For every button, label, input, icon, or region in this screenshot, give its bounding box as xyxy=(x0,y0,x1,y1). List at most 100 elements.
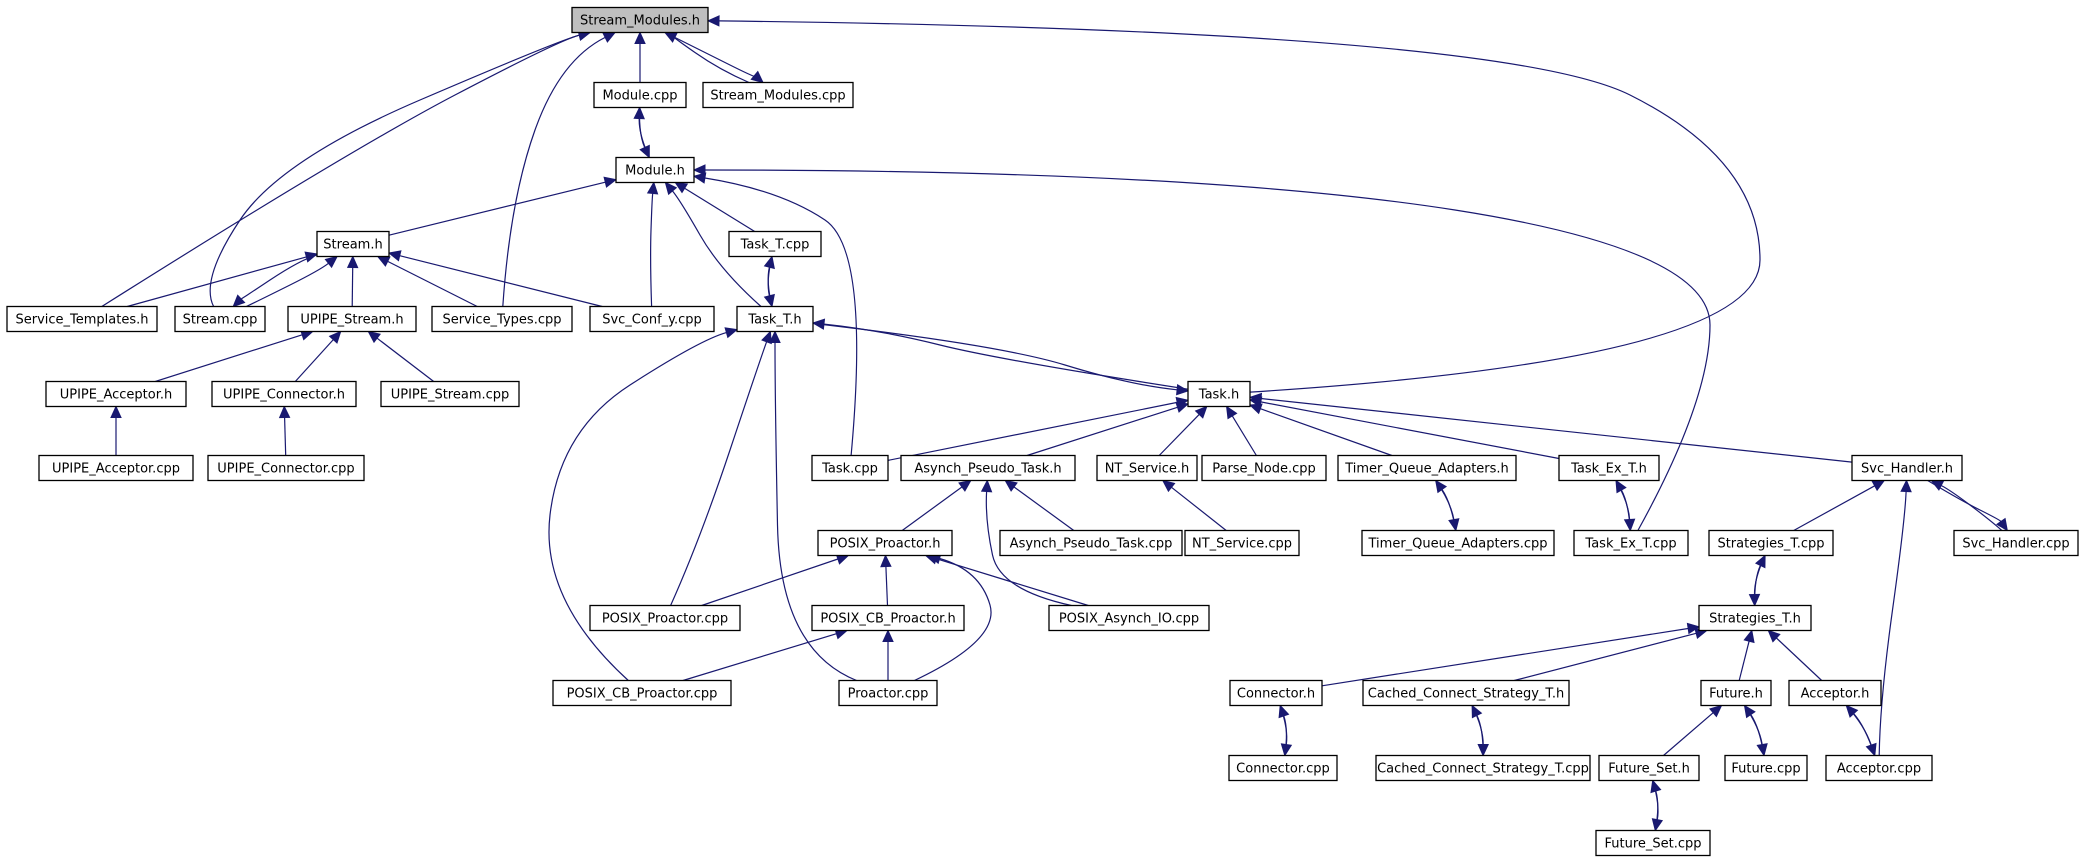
node-upipe-acceptor-cpp[interactable]: UPIPE_Acceptor.cpp xyxy=(38,454,194,482)
node-task-cpp[interactable]: Task.cpp xyxy=(811,454,889,482)
node-box[interactable] xyxy=(1825,754,1933,782)
node-connector-h[interactable]: Connector.h xyxy=(1229,679,1323,707)
node-future-set-cpp[interactable]: Future_Set.cpp xyxy=(1595,829,1711,857)
node-box[interactable] xyxy=(1048,604,1210,632)
node-box[interactable] xyxy=(1851,454,1963,482)
node-box[interactable] xyxy=(211,380,357,408)
node-box[interactable] xyxy=(702,81,854,109)
node-svc-handler-h[interactable]: Svc_Handler.h xyxy=(1851,454,1963,482)
node-future-h[interactable]: Future.h xyxy=(1700,679,1772,707)
node-stream-h[interactable]: Stream.h xyxy=(316,230,390,258)
node-box[interactable] xyxy=(174,305,266,333)
node-acceptor-cpp[interactable]: Acceptor.cpp xyxy=(1825,754,1933,782)
node-box[interactable] xyxy=(1558,454,1660,482)
node-box[interactable] xyxy=(1362,679,1570,707)
node-parse-node-cpp[interactable]: Parse_Node.cpp xyxy=(1201,454,1327,482)
node-box[interactable] xyxy=(1708,529,1834,557)
node-future-set-h[interactable]: Future_Set.h xyxy=(1598,754,1700,782)
node-box[interactable] xyxy=(1953,529,2079,557)
node-upipe-connector-h[interactable]: UPIPE_Connector.h xyxy=(211,380,357,408)
node-upipe-stream-cpp[interactable]: UPIPE_Stream.cpp xyxy=(380,380,520,408)
node-box[interactable] xyxy=(1598,754,1700,782)
node-box[interactable] xyxy=(1228,754,1338,782)
node-box[interactable] xyxy=(316,230,390,258)
node-box[interactable] xyxy=(589,305,715,333)
node-stream-modules-cpp[interactable]: Stream_Modules.cpp xyxy=(702,81,854,109)
node-task-ex-t-cpp[interactable]: Task_Ex_T.cpp xyxy=(1573,529,1689,557)
node-service-templates-h[interactable]: Service_Templates.h xyxy=(6,305,158,333)
node-module-cpp[interactable]: Module.cpp xyxy=(593,81,687,109)
node-box[interactable] xyxy=(1201,454,1327,482)
node-box[interactable] xyxy=(1096,454,1198,482)
node-task-t-cpp[interactable]: Task_T.cpp xyxy=(728,230,822,258)
node-box[interactable] xyxy=(1229,679,1323,707)
node-future-cpp[interactable]: Future.cpp xyxy=(1724,754,1808,782)
node-box[interactable] xyxy=(1724,754,1808,782)
node-box[interactable] xyxy=(287,305,417,333)
node-box[interactable] xyxy=(38,454,194,482)
node-posix-asynch-io-cpp[interactable]: POSIX_Asynch_IO.cpp xyxy=(1048,604,1210,632)
node-box[interactable] xyxy=(811,454,889,482)
node-timer-queue-adapters-cpp[interactable]: Timer_Queue_Adapters.cpp xyxy=(1361,529,1555,557)
node-service-types-cpp[interactable]: Service_Types.cpp xyxy=(431,305,573,333)
node-task-t-h[interactable]: Task_T.h xyxy=(736,305,814,333)
node-box[interactable] xyxy=(1573,529,1689,557)
node-proactor-cpp[interactable]: Proactor.cpp xyxy=(838,679,938,707)
node-box[interactable] xyxy=(431,305,573,333)
node-connector-cpp[interactable]: Connector.cpp xyxy=(1228,754,1338,782)
node-label: Strategies_T.h xyxy=(1709,612,1801,627)
arrow-head-icon xyxy=(110,405,122,418)
node-stream-cpp[interactable]: Stream.cpp xyxy=(174,305,266,333)
node-box[interactable] xyxy=(207,454,365,482)
node-stream-modules-h[interactable]: Stream_Modules.h xyxy=(571,6,709,34)
node-box[interactable] xyxy=(1337,454,1517,482)
node-box[interactable] xyxy=(1700,679,1772,707)
node-upipe-acceptor-h[interactable]: UPIPE_Acceptor.h xyxy=(45,380,187,408)
node-nt-service-h[interactable]: NT_Service.h xyxy=(1096,454,1198,482)
node-cached-connect-strategy-t-cpp[interactable]: Cached_Connect_Strategy_T.cpp xyxy=(1375,754,1591,782)
node-box[interactable] xyxy=(1187,380,1251,408)
node-upipe-stream-h[interactable]: UPIPE_Stream.h xyxy=(287,305,417,333)
node-box[interactable] xyxy=(615,156,695,184)
node-box[interactable] xyxy=(589,604,741,632)
node-box[interactable] xyxy=(593,81,687,109)
edge-line xyxy=(1260,397,1853,463)
node-box[interactable] xyxy=(900,454,1076,482)
node-posix-cb-proactor-h[interactable]: POSIX_CB_Proactor.h xyxy=(811,604,965,632)
node-cached-connect-strategy-t-h[interactable]: Cached_Connect_Strategy_T.h xyxy=(1362,679,1570,707)
node-box[interactable] xyxy=(999,529,1183,557)
node-box[interactable] xyxy=(571,6,709,34)
node-posix-proactor-cpp[interactable]: POSIX_Proactor.cpp xyxy=(589,604,741,632)
node-box[interactable] xyxy=(1375,754,1591,782)
node-module-h[interactable]: Module.h xyxy=(615,156,695,184)
node-asynch-pseudo-task-cpp[interactable]: Asynch_Pseudo_Task.cpp xyxy=(999,529,1183,557)
node-box[interactable] xyxy=(1595,829,1711,857)
node-timer-queue-adapters-h[interactable]: Timer_Queue_Adapters.h xyxy=(1337,454,1517,482)
node-nt-service-cpp[interactable]: NT_Service.cpp xyxy=(1184,529,1300,557)
node-acceptor-h[interactable]: Acceptor.h xyxy=(1788,679,1882,707)
node-posix-cb-proactor-cpp[interactable]: POSIX_CB_Proactor.cpp xyxy=(552,679,732,707)
node-box[interactable] xyxy=(552,679,732,707)
node-svc-conf-y-cpp[interactable]: Svc_Conf_y.cpp xyxy=(589,305,715,333)
node-box[interactable] xyxy=(1698,604,1812,632)
node-posix-proactor-h[interactable]: POSIX_Proactor.h xyxy=(817,529,953,557)
node-box[interactable] xyxy=(817,529,953,557)
node-upipe-connector-cpp[interactable]: UPIPE_Connector.cpp xyxy=(207,454,365,482)
node-box[interactable] xyxy=(736,305,814,333)
node-box[interactable] xyxy=(45,380,187,408)
node-box[interactable] xyxy=(811,604,965,632)
node-strategies-t-h[interactable]: Strategies_T.h xyxy=(1698,604,1812,632)
node-box[interactable] xyxy=(6,305,158,333)
node-box[interactable] xyxy=(1184,529,1300,557)
node-task-ex-t-h[interactable]: Task_Ex_T.h xyxy=(1558,454,1660,482)
arrow-head-icon xyxy=(1176,383,1190,396)
node-box[interactable] xyxy=(1361,529,1555,557)
node-box[interactable] xyxy=(838,679,938,707)
node-strategies-t-cpp[interactable]: Strategies_T.cpp xyxy=(1708,529,1834,557)
node-svc-handler-cpp[interactable]: Svc_Handler.cpp xyxy=(1953,529,2079,557)
node-task-h[interactable]: Task.h xyxy=(1187,380,1251,408)
node-box[interactable] xyxy=(380,380,520,408)
node-box[interactable] xyxy=(1788,679,1882,707)
node-box[interactable] xyxy=(728,230,822,258)
node-asynch-pseudo-task-h[interactable]: Asynch_Pseudo_Task.h xyxy=(900,454,1076,482)
